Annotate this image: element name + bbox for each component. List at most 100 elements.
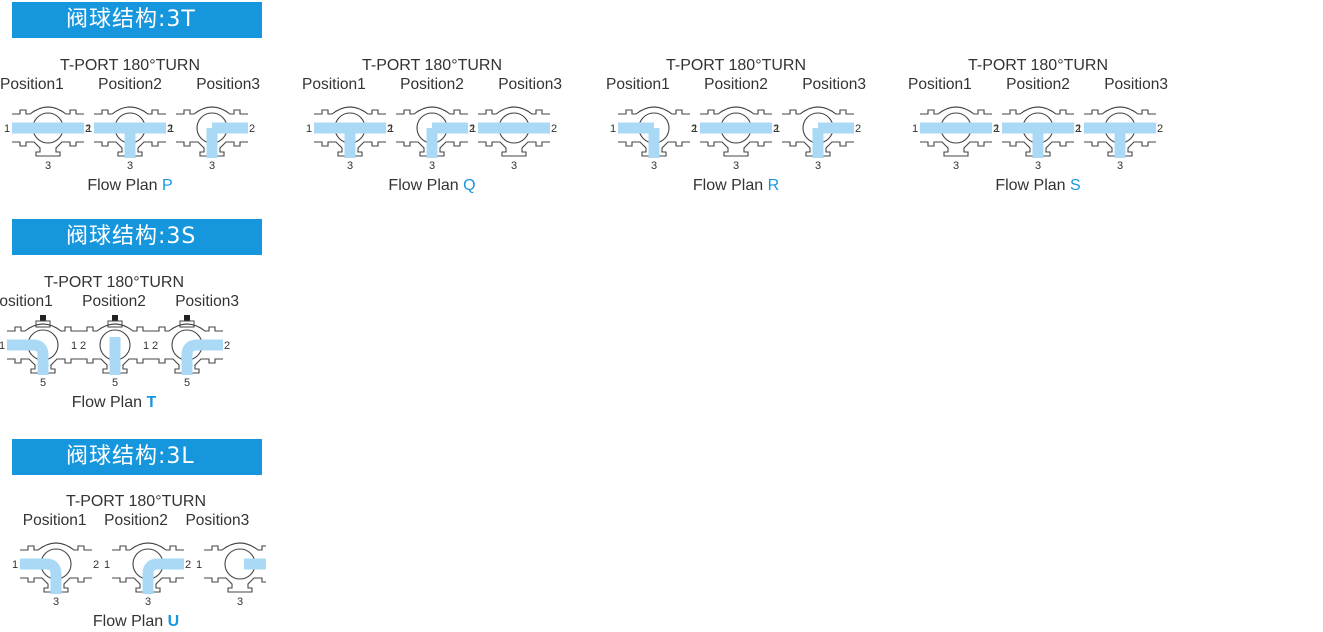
port-label: 2	[80, 340, 86, 352]
flow-plan-t: T-PORT 180°TURNPosition1Position2Positio…	[0, 273, 239, 413]
position-label: Position3	[802, 76, 866, 93]
port-label: 5	[112, 377, 118, 389]
flow-plan-label: Flow Plan R	[606, 176, 866, 196]
position-label: Position1	[302, 76, 366, 93]
port-label: 1	[912, 123, 918, 135]
position-label: Position1	[0, 293, 53, 310]
port-label: 3	[53, 596, 59, 608]
port-label: 5	[40, 377, 46, 389]
diagram-title: T-PORT 180°TURN	[65, 493, 207, 510]
valve-body	[204, 542, 266, 593]
port-label: 1	[143, 340, 149, 352]
diagram-title: T-PORT 180°TURN	[967, 57, 1109, 74]
position-label: Position2	[704, 76, 768, 93]
position-label: Position2	[400, 76, 464, 93]
position-label: Position3	[175, 293, 239, 310]
port-label: 3	[429, 160, 435, 172]
position-label: Position2	[98, 76, 162, 93]
flow-plan-label: Flow Plan U	[6, 612, 266, 632]
flow-plan-prefix: Flow Plan	[995, 177, 1066, 194]
flow-channel	[7, 339, 49, 375]
port-label: 1	[306, 123, 312, 135]
diagram-title: T-PORT 180°TURN	[43, 274, 185, 291]
port-label: 1	[71, 340, 77, 352]
port-label: 3	[651, 160, 657, 172]
position-labels: Position1 Position2 Position3	[606, 75, 866, 94]
diagram-title: T-PORT 180°TURN	[59, 57, 201, 74]
position-label: Position1	[606, 76, 670, 93]
port-label: 1	[994, 123, 1000, 135]
port-label: 1	[470, 123, 476, 135]
port-label: 2	[152, 340, 158, 352]
port-label: 1	[774, 123, 780, 135]
port-label: 1	[104, 559, 110, 571]
port-label: 3	[953, 160, 959, 172]
flow-plan-letter: T	[146, 394, 157, 411]
port-label: 1	[196, 559, 202, 571]
position-label: Position2	[104, 512, 168, 529]
flow-channel	[20, 558, 62, 594]
stem-icon	[112, 315, 118, 321]
position-labels: Position1 Position2 Position3	[908, 75, 1168, 94]
port-label: 3	[127, 160, 133, 172]
flow-plan-prefix: Flow Plan	[71, 394, 142, 411]
position-label: Position1	[908, 76, 972, 93]
position-label: Position1	[22, 512, 87, 529]
position-label: Position2	[1006, 76, 1070, 93]
position-label: Position3	[1104, 76, 1168, 93]
port-label: 3	[733, 160, 739, 172]
position-label: Position3	[185, 512, 250, 529]
port-label: 1	[692, 123, 698, 135]
valve-body	[700, 106, 772, 157]
flow-channel	[142, 558, 184, 594]
flow-plan-prefix: Flow Plan	[87, 177, 158, 194]
flow-plan-label: Flow Plan T	[0, 393, 239, 413]
port-label: 2	[224, 340, 230, 352]
port-label: 3	[1035, 160, 1041, 172]
port-label: 3	[45, 160, 51, 172]
diagram-title: T-PORT 180°TURN	[361, 57, 503, 74]
port-label: 1	[610, 123, 616, 135]
port-label: 3	[511, 160, 517, 172]
port-label: 2	[1075, 123, 1081, 135]
port-label: 2	[469, 123, 475, 135]
port-label: 2	[85, 123, 91, 135]
port-label: 5	[184, 377, 190, 389]
port-label: 3	[237, 596, 243, 608]
port-label: 2	[249, 123, 255, 135]
flow-plan-label: Flow Plan S	[908, 176, 1168, 196]
port-label: 1	[0, 340, 5, 352]
port-label: 2	[993, 123, 999, 135]
port-label: 1	[168, 123, 174, 135]
flow-plan-letter: Q	[463, 177, 476, 194]
position-labels: Position1 Position2 Position3	[6, 511, 266, 530]
position-label: Position3	[196, 76, 260, 93]
port-label: 2	[167, 123, 173, 135]
